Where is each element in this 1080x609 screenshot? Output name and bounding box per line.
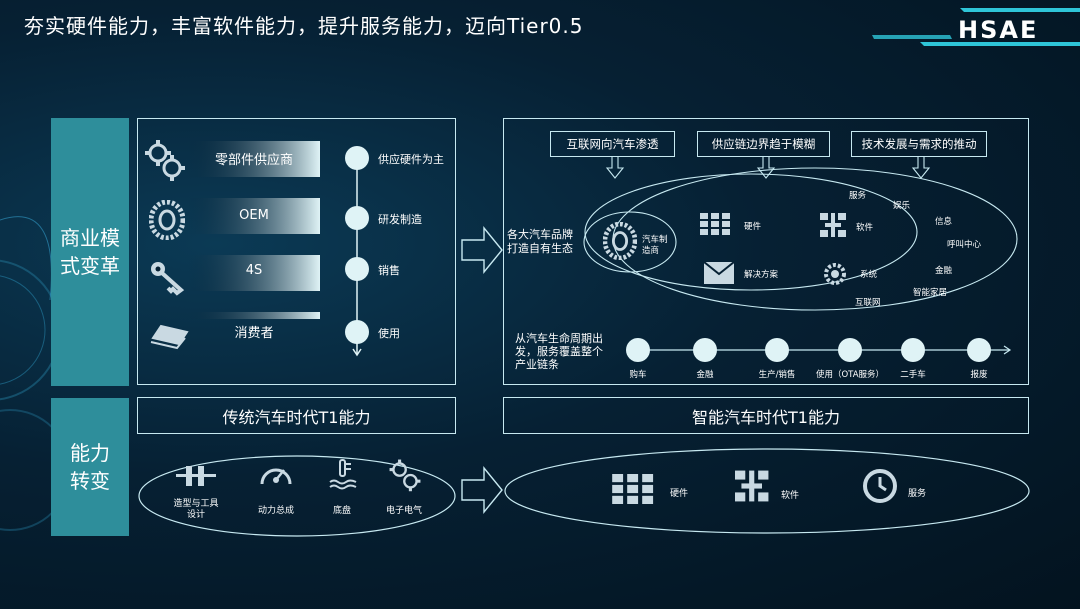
traditional-capability-ellipse [138, 455, 456, 537]
stage-dot [345, 146, 369, 170]
stage-dot [345, 257, 369, 281]
capability-text: 能力转变 [70, 441, 110, 493]
smart-caption: 智能汽车时代T1能力 [503, 397, 1029, 434]
money-icon [150, 324, 189, 350]
tire-icon [149, 200, 185, 240]
capability-arrow [461, 466, 503, 514]
lifecycle-note: 从汽车生命周期出发，服务覆盖整个产业链条 [515, 332, 603, 371]
lifecycle-dot [838, 338, 862, 362]
inner-system: 系统 [860, 270, 878, 280]
lifecycle-used-car: 二手车 [900, 370, 926, 380]
role-banners [188, 141, 320, 319]
business-model-label: 商业模式变革 [51, 118, 129, 386]
traditional-caption: 传统汽车时代T1能力 [137, 397, 456, 434]
lifecycle-scrap: 报废 [970, 370, 988, 380]
role-oem: OEM [239, 207, 269, 223]
software-chassis-icon [820, 213, 846, 237]
cap-chassis: 底盘 [332, 506, 351, 516]
lifecycle-finance: 金融 [696, 370, 714, 380]
lifecycle-dot [967, 338, 991, 362]
brand-ecosystem-note: 各大汽车品牌打造自有生态 [507, 228, 573, 255]
stage-sales: 销售 [378, 264, 400, 277]
cap-tool-design: 造型与工具设计 [173, 499, 219, 520]
manufacturer-label: 汽车制造商 [642, 235, 668, 256]
transition-arrow [461, 226, 503, 274]
smart-capability-ellipse [504, 448, 1030, 534]
outer-finance: 金融 [935, 266, 953, 276]
company-logo: HSAE [958, 16, 1039, 44]
lifecycle-usage: 使用（OTA服务） [815, 370, 885, 380]
header-internet: 互联网向汽车渗透 [550, 131, 675, 157]
service-clock-icon [863, 469, 897, 503]
smart-hardware-icon [612, 474, 654, 504]
outer-service: 服务 [849, 191, 867, 201]
lifecycle-dot [765, 338, 789, 362]
lifecycle-purchase: 购车 [629, 370, 647, 380]
system-gear-icon [824, 263, 846, 285]
stage-use: 使用 [378, 327, 400, 340]
smart-software-icon [735, 470, 769, 502]
inner-software: 软件 [856, 223, 874, 233]
cap-electrical: 电子电气 [385, 506, 422, 516]
manufacturer-tire-icon [603, 222, 637, 260]
header-tech: 技术发展与需求的推动 [851, 131, 987, 157]
outer-smart-home: 智能家居 [913, 288, 948, 298]
chassis-icon [329, 459, 357, 490]
page-title: 夯实硬件能力，丰富软件能力，提升服务能力，迈向Tier0.5 [24, 14, 584, 38]
inner-hardware: 硬件 [744, 222, 762, 232]
lifecycle-dot [901, 338, 925, 362]
stage-dot [345, 320, 369, 344]
smart-cap-software: 软件 [781, 491, 800, 501]
key-icon [151, 262, 185, 296]
traditional-panel [137, 118, 456, 385]
outer-entertainment: 娱乐 [893, 201, 911, 211]
stage-rd: 研发制造 [378, 213, 422, 226]
hardware-grid-icon [700, 213, 730, 235]
envelope-icon [704, 262, 734, 284]
cap-powertrain: 动力总成 [257, 506, 294, 516]
inner-solution: 解决方案 [744, 270, 779, 280]
role-consumer: 消费者 [234, 325, 274, 341]
role-4s: 4S [245, 262, 263, 278]
stage-dot [345, 206, 369, 230]
header-supply-chain: 供应链边界趋于模糊 [697, 131, 830, 157]
outer-internet: 互联网 [855, 298, 881, 308]
outer-info: 信息 [935, 217, 953, 227]
tool-design-icon [176, 466, 216, 486]
lifecycle-dot [626, 338, 650, 362]
logo-stripes [872, 8, 1080, 46]
outer-call-center: 呼叫中心 [947, 240, 982, 250]
business-model-text: 商业模式变革 [60, 226, 120, 278]
smart-panel [503, 118, 1029, 385]
electrical-gears-icon [389, 459, 421, 492]
lifecycle-production-sales: 生产/销售 [758, 370, 796, 380]
stage-supply: 供应硬件为主 [378, 153, 444, 166]
smart-cap-hardware: 硬件 [670, 489, 689, 499]
lifecycle-dot [693, 338, 717, 362]
gears-icon [145, 140, 185, 181]
smart-cap-service: 服务 [908, 489, 927, 499]
capability-label: 能力转变 [51, 398, 129, 536]
speedometer-icon [260, 468, 292, 485]
role-supplier: 零部件供应商 [214, 152, 293, 168]
